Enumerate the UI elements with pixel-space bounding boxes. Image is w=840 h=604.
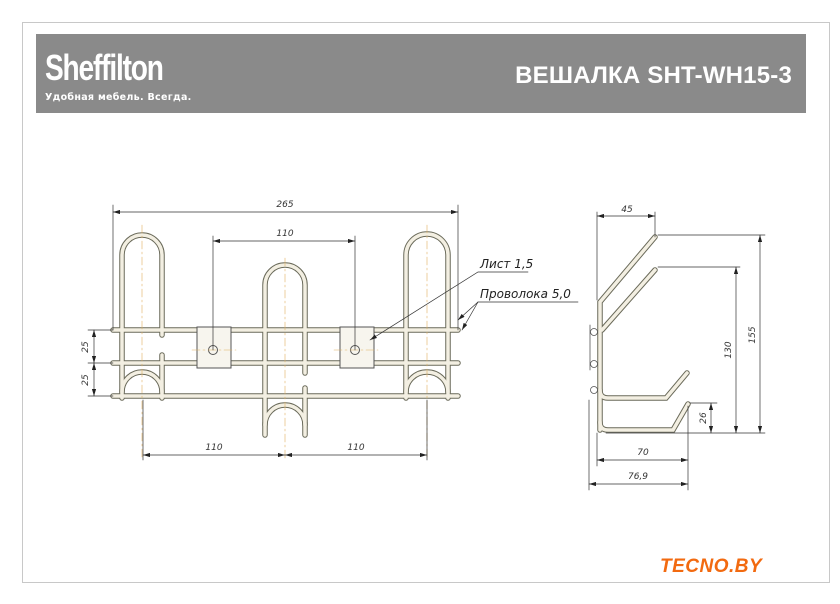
- watermark-logo: TECNO.BY: [660, 556, 763, 577]
- side-view: 45 155 130 26 70 76,9: [588, 205, 766, 491]
- product-title: ВЕШАЛКА SHT-WH15-3: [515, 62, 792, 89]
- dim-plate-spacing: 110: [276, 229, 293, 239]
- dim-depth-total: 76,9: [628, 472, 648, 482]
- label-wire: Проволока 5,0: [480, 287, 571, 301]
- label-sheet: Лист 1,5: [479, 257, 533, 271]
- dim-depth: 70: [637, 448, 649, 458]
- center-lines: [141, 224, 428, 461]
- brand-tagline: Удобная мебель. Всегда.: [45, 92, 192, 103]
- dimension-lines: [87, 204, 579, 461]
- dim-height-total: 155: [748, 326, 758, 343]
- brand-logo: Sheffilton: [45, 47, 164, 88]
- mounting-plates: [196, 326, 375, 369]
- dim-hook-tip: 26: [699, 412, 709, 424]
- dim-hook-spacing-right: 110: [347, 443, 364, 453]
- dim-rail-spacing-1: 25: [81, 341, 91, 353]
- drawing-frame: [22, 22, 830, 583]
- dim-hook-spacing-left: 110: [205, 443, 222, 453]
- title-header: Sheffilton Удобная мебель. Всегда. ВЕШАЛ…: [36, 34, 806, 113]
- dim-top-depth: 45: [621, 205, 633, 215]
- dim-total-width: 265: [276, 200, 293, 210]
- side-mount: [589, 324, 598, 394]
- front-view: 265 110 25 25 110 110 Лист 1,5 Проволока…: [81, 200, 579, 461]
- dim-height-lower: 130: [724, 341, 734, 358]
- dim-rail-spacing-2: 25: [81, 374, 91, 386]
